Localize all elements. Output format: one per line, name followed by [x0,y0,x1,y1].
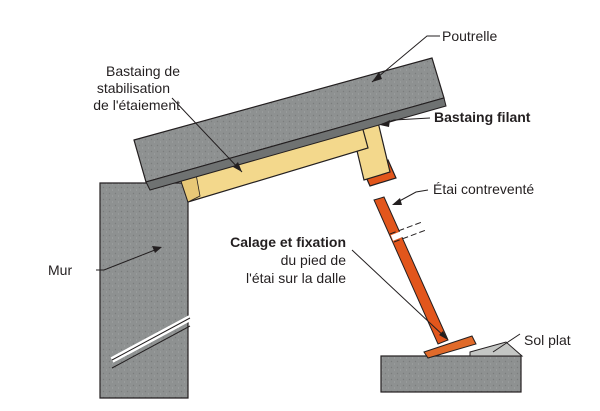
label-bastaing-filant: Bastaing filant [434,109,531,125]
label-bastaing-stab-3: de l'étaiement [93,97,180,113]
wall [99,182,192,399]
poutrelle-beam [133,57,447,191]
label-bastaing-stab-1: Bastaing de [106,63,180,79]
label-calage-3: l'étai sur la dalle [246,270,346,286]
leaders [96,35,521,353]
label-calage-2: du pied de [281,252,347,268]
label-bastaing-stab-2: stabilisation [97,80,170,96]
wedge [469,341,524,357]
label-mur: Mur [48,262,72,278]
base-plate [423,335,477,359]
label-calage-1: Calage et fixation [230,234,346,250]
label-etai: Étai contreventé [433,181,534,197]
label-sol: Sol plat [524,332,571,348]
label-poutrelle: Poutrelle [442,28,497,44]
floor-slab [380,355,522,393]
